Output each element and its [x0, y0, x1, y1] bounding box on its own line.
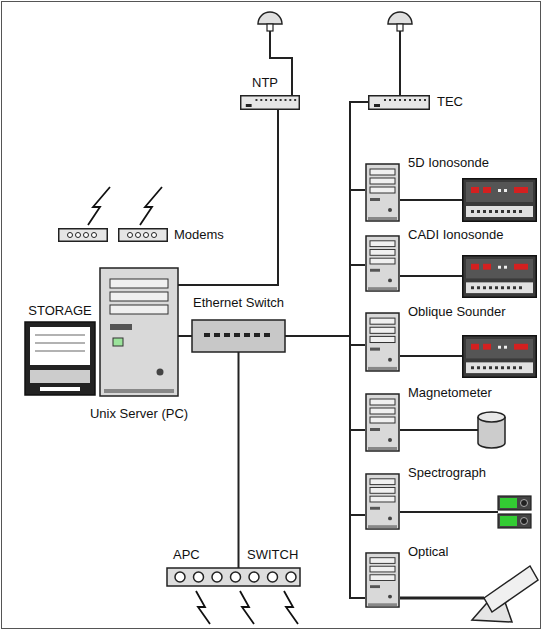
instrument-pc: 5D Ionosonde [365, 163, 400, 222]
ionosonde-unit [463, 256, 537, 298]
pc-tower [366, 164, 399, 221]
power-switch: APCSWITCH [167, 568, 300, 586]
network-cable [285, 102, 368, 336]
device-label: STORAGE [28, 303, 91, 318]
sounder-unit [463, 336, 537, 378]
network-cable [238, 352, 240, 568]
pc-tower [366, 474, 399, 529]
ethernet-switch [192, 320, 285, 352]
ntp-receiver: NTP [240, 95, 300, 110]
network-cable [285, 265, 365, 336]
instrument-pc: Magnetometer [365, 393, 400, 452]
storage-icon [25, 322, 95, 395]
device-label: Ethernet Switch [193, 295, 284, 310]
antenna [388, 12, 412, 95]
ionosonde-unit [463, 179, 537, 222]
device-label: Optical [408, 544, 448, 559]
device-label: Spectrograph [408, 465, 486, 480]
network-cable [285, 190, 365, 336]
rack-unit [241, 96, 300, 110]
network-cable [178, 110, 278, 285]
server-tower [100, 268, 178, 396]
unix-server: Unix Server (PC) [100, 268, 178, 396]
device-label: SWITCH [247, 547, 298, 562]
spectrograph-unit [498, 496, 531, 528]
instrument-pc: Spectrograph [365, 473, 400, 530]
device-label: 5D Ionosonde [408, 155, 489, 170]
network-cable [285, 336, 365, 515]
telescope [472, 566, 538, 622]
modem [59, 229, 108, 242]
device-label: TEC [437, 94, 463, 109]
modem-pair: Modems [58, 228, 168, 242]
device-label: CADI Ionosonde [408, 227, 503, 242]
rack-unit [369, 96, 430, 110]
device-label: Oblique Sounder [408, 304, 506, 319]
power-strip [167, 568, 300, 586]
modem [119, 229, 168, 242]
device-label: Unix Server (PC) [90, 406, 188, 421]
ethernet-switch: Ethernet Switch [192, 320, 285, 352]
network-cable [178, 335, 192, 337]
storage-device: STORAGE [25, 322, 95, 395]
lightning-symbol [88, 187, 298, 624]
magnetometer-cylinder [478, 412, 505, 448]
instrument-pc: Optical [365, 552, 400, 608]
pc-tower [366, 313, 399, 371]
pc-tower [366, 553, 399, 607]
device-label: Modems [174, 227, 224, 242]
device-label: NTP [252, 75, 278, 90]
device-label: APC [173, 547, 200, 562]
tec-receiver: TEC [368, 95, 430, 110]
pc-tower [366, 236, 399, 291]
pc-tower [366, 394, 399, 451]
device-label: Magnetometer [408, 385, 492, 400]
network-cable [285, 336, 365, 430]
instrument-pc: Oblique Sounder [365, 312, 400, 372]
network-cable [285, 336, 365, 345]
instrument-pc: CADI Ionosonde [365, 235, 400, 292]
